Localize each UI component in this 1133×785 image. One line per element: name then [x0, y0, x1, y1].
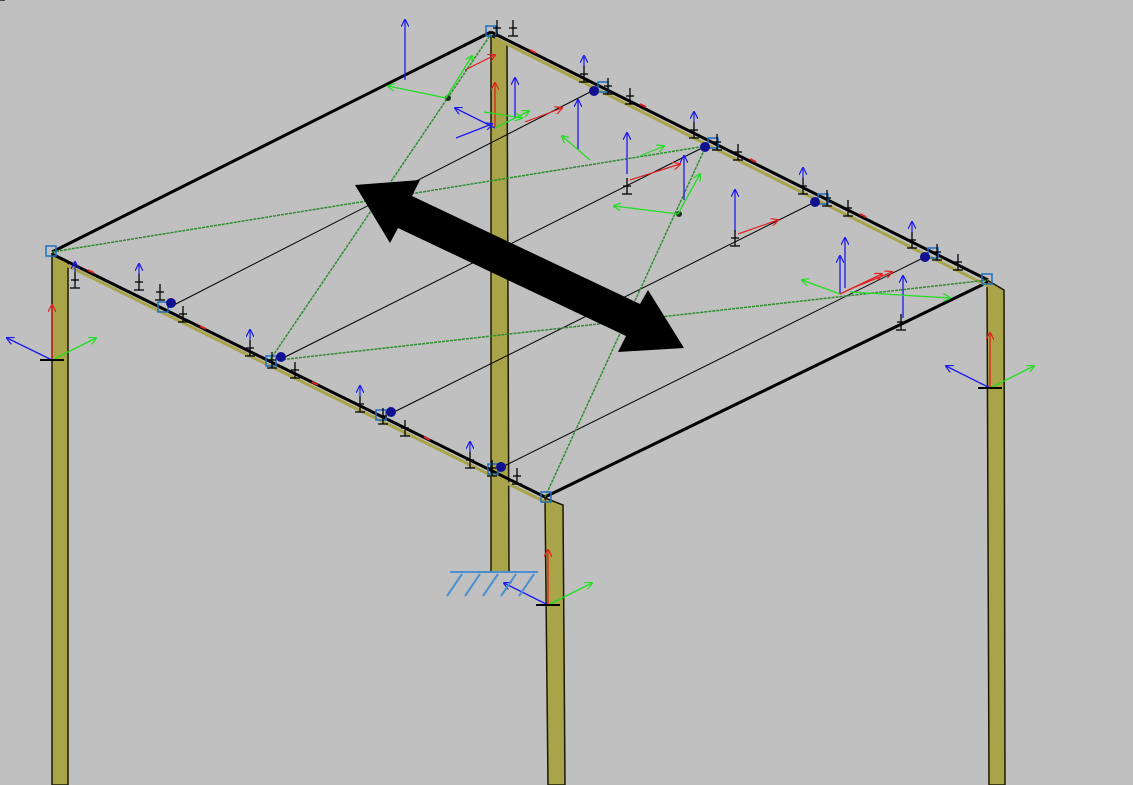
bolt-connection-icon[interactable] — [810, 197, 820, 207]
bolt-connection-icon[interactable] — [920, 252, 930, 262]
column-left[interactable] — [51, 252, 69, 785]
roof-frame — [51, 30, 989, 504]
node-marker-icon[interactable] — [265, 355, 277, 367]
bolt-connection-icon[interactable] — [276, 352, 286, 362]
bolt-connection-icon[interactable] — [496, 462, 506, 472]
bolt-connection-icon[interactable] — [166, 298, 176, 308]
node-marker-icon[interactable] — [981, 273, 993, 285]
brace-diagonal[interactable] — [51, 145, 707, 253]
roof-edge-front-right[interactable] — [544, 280, 989, 499]
columns — [51, 34, 1006, 785]
node-marker-icon[interactable] — [485, 25, 497, 37]
bolt-connection-icon[interactable] — [386, 407, 396, 417]
local-axes-triad-icon[interactable] — [946, 333, 1034, 389]
roof-edge-front-left[interactable] — [51, 252, 546, 499]
load-arrows — [405, 20, 903, 318]
bolt-connection-icon[interactable] — [700, 142, 710, 152]
node-marker-icon[interactable] — [45, 245, 57, 257]
bolts — [166, 86, 930, 472]
column-front[interactable] — [544, 496, 566, 785]
node-marker-icon[interactable] — [375, 409, 387, 421]
roof-edge-back-right[interactable] — [490, 30, 989, 282]
column-right[interactable] — [986, 278, 1006, 785]
local-axes-triad-icon[interactable] — [405, 20, 903, 318]
local-axes-triad-icon[interactable] — [802, 256, 882, 295]
double-arrow-icon[interactable] — [355, 180, 684, 352]
roof-edge-back-left[interactable] — [51, 30, 492, 254]
bolt-connection-icon[interactable] — [589, 86, 599, 96]
fixed-support-icon[interactable] — [446, 571, 538, 597]
local-axes-triad-icon[interactable] — [7, 305, 96, 361]
local-axes — [7, 56, 1034, 606]
column-back[interactable] — [490, 34, 510, 573]
node-marker-icon[interactable] — [540, 491, 552, 503]
local-axes-triad-icon[interactable] — [504, 550, 592, 606]
